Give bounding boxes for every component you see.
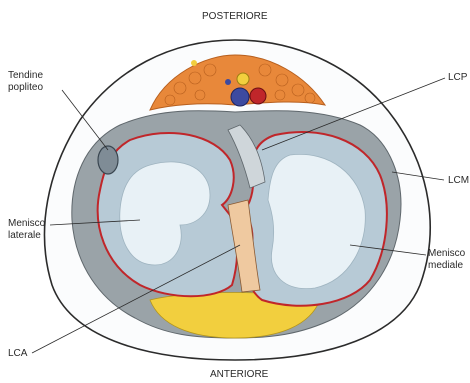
label-posteriore: POSTERIORE (202, 11, 268, 23)
popliteus-tendon (98, 146, 118, 174)
label-lcp: LCP (448, 72, 467, 84)
popliteal-vein (231, 88, 249, 106)
label-lcm: LCM (448, 175, 469, 187)
small-vessel (191, 60, 197, 66)
popliteal-nerve (237, 73, 249, 85)
label-menisco-mediale: Menisco mediale (428, 248, 465, 272)
label-tendine-popliteo: Tendine popliteo (8, 70, 43, 94)
popliteal-artery (250, 88, 266, 104)
label-lca: LCA (8, 348, 27, 360)
label-menisco-laterale: Menisco laterale (8, 218, 45, 242)
small-vessel (225, 79, 231, 85)
label-anteriore: ANTERIORE (210, 369, 268, 381)
